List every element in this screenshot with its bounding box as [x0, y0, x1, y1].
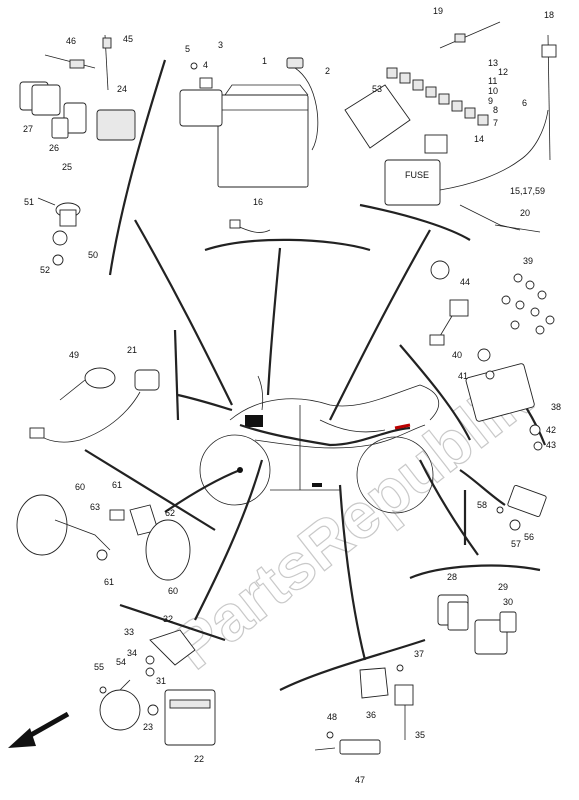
- callout-label: 62: [165, 508, 175, 518]
- divider-sensor: [279, 638, 426, 691]
- callout-label: 53: [372, 84, 382, 94]
- fuse-row: [386, 67, 489, 126]
- callout-label: 46: [66, 36, 76, 46]
- callout-label: 26: [49, 143, 59, 153]
- callout-label: 7: [493, 118, 498, 128]
- callout-label: 60: [75, 482, 85, 492]
- callout-label: 24: [117, 84, 127, 94]
- callout-label: 11: [488, 76, 497, 86]
- callout-label: 21: [127, 345, 137, 355]
- sensor-group: [314, 664, 414, 755]
- divider-relays: [409, 564, 541, 580]
- motorcycle-outline: [199, 375, 440, 514]
- callout-label: 30: [503, 597, 513, 607]
- callout-label: 13: [488, 58, 498, 68]
- callout-label: 52: [40, 265, 50, 275]
- divider-fuse: [359, 203, 471, 241]
- callout-label: 8: [493, 105, 498, 115]
- callout-label: 48: [327, 712, 337, 722]
- callout-label: 19: [433, 6, 443, 16]
- callout-label: 37: [414, 649, 424, 659]
- callout-label: 45: [123, 34, 133, 44]
- callout-label: 34: [127, 648, 137, 658]
- callout-label: 20: [520, 208, 530, 218]
- callout-label: 31: [156, 676, 166, 686]
- callout-label: 50: [88, 250, 98, 260]
- callout-label: 3: [218, 40, 223, 50]
- gear-icon: [430, 260, 450, 280]
- callout-label: 14: [474, 134, 484, 144]
- callout-label: 39: [523, 256, 533, 266]
- callout-label: 27: [23, 124, 33, 134]
- callout-label: 29: [498, 582, 508, 592]
- callout-label: 54: [116, 657, 126, 667]
- callout-label: 10: [488, 86, 498, 96]
- callout-labels: 123456789101112131415,17,591618192021222…: [23, 6, 561, 785]
- callout-label: 23: [143, 722, 153, 732]
- battery-group: [179, 57, 319, 233]
- divider-flasher: [173, 329, 180, 421]
- callout-label: 58: [477, 500, 487, 510]
- callout-label: 1: [262, 56, 267, 66]
- flasher-group: [29, 367, 160, 443]
- callout-label: 63: [90, 502, 100, 512]
- callout-label: 43: [546, 440, 556, 450]
- leader-sensor: [338, 484, 367, 661]
- horn-module-group: [99, 629, 216, 746]
- leader-reflector: [459, 469, 506, 506]
- divider-topleft: [108, 59, 167, 276]
- relay-unit-group: [429, 260, 555, 451]
- callout-label: 2: [325, 66, 330, 76]
- callout-label: 51: [24, 197, 34, 207]
- harness-center-block: [245, 415, 263, 427]
- front-direction-arrow-icon: [8, 711, 70, 748]
- callout-label: 40: [452, 350, 462, 360]
- leader-horn: [194, 459, 264, 621]
- callout-label: 55: [94, 662, 104, 672]
- callout-label: 33: [124, 627, 134, 637]
- callout-label: 61: [104, 577, 114, 587]
- callout-label: 42: [546, 425, 556, 435]
- callout-label: 36: [366, 710, 376, 720]
- callout-label: 15,17,59: [510, 186, 545, 196]
- sensor-mount-group: [19, 34, 136, 266]
- right-relays-group: [437, 594, 517, 655]
- callout-label: 12: [498, 67, 508, 77]
- callout-label: 49: [69, 350, 79, 360]
- callout-label: 18: [544, 10, 554, 20]
- callout-label: 22: [194, 754, 204, 764]
- divider-relay: [399, 344, 471, 441]
- headlight-group: [16, 484, 547, 581]
- divider-headlight: [84, 449, 216, 531]
- callout-label: 6: [522, 98, 527, 108]
- leader-fuse: [329, 229, 431, 421]
- callout-label: 4: [203, 60, 208, 70]
- callout-label: 61: [112, 480, 122, 490]
- callout-label: 60: [168, 586, 178, 596]
- fuse-box-text: FUSE: [405, 170, 429, 180]
- callout-label: 41: [458, 371, 468, 381]
- callout-label: 32: [163, 614, 173, 624]
- fuse-group: FUSE: [344, 21, 557, 233]
- callout-label: 47: [355, 775, 365, 785]
- callout-label: 56: [524, 532, 534, 542]
- callout-label: 57: [511, 539, 521, 549]
- divider-battery: [204, 238, 371, 252]
- callout-label: 25: [62, 162, 72, 172]
- callout-label: 38: [551, 402, 561, 412]
- leader-headlight: [164, 468, 241, 513]
- leader-flasher: [177, 393, 233, 412]
- callout-label: 35: [415, 730, 425, 740]
- callout-label: 16: [253, 197, 263, 207]
- leader-topleft: [134, 219, 233, 406]
- callout-label: 28: [447, 572, 457, 582]
- divider-horn: [119, 603, 226, 642]
- callout-label: 44: [460, 277, 470, 287]
- callout-label: 9: [488, 96, 493, 106]
- callout-label: 5: [185, 44, 190, 54]
- leader-battery: [266, 247, 282, 396]
- leader-relays: [419, 459, 479, 556]
